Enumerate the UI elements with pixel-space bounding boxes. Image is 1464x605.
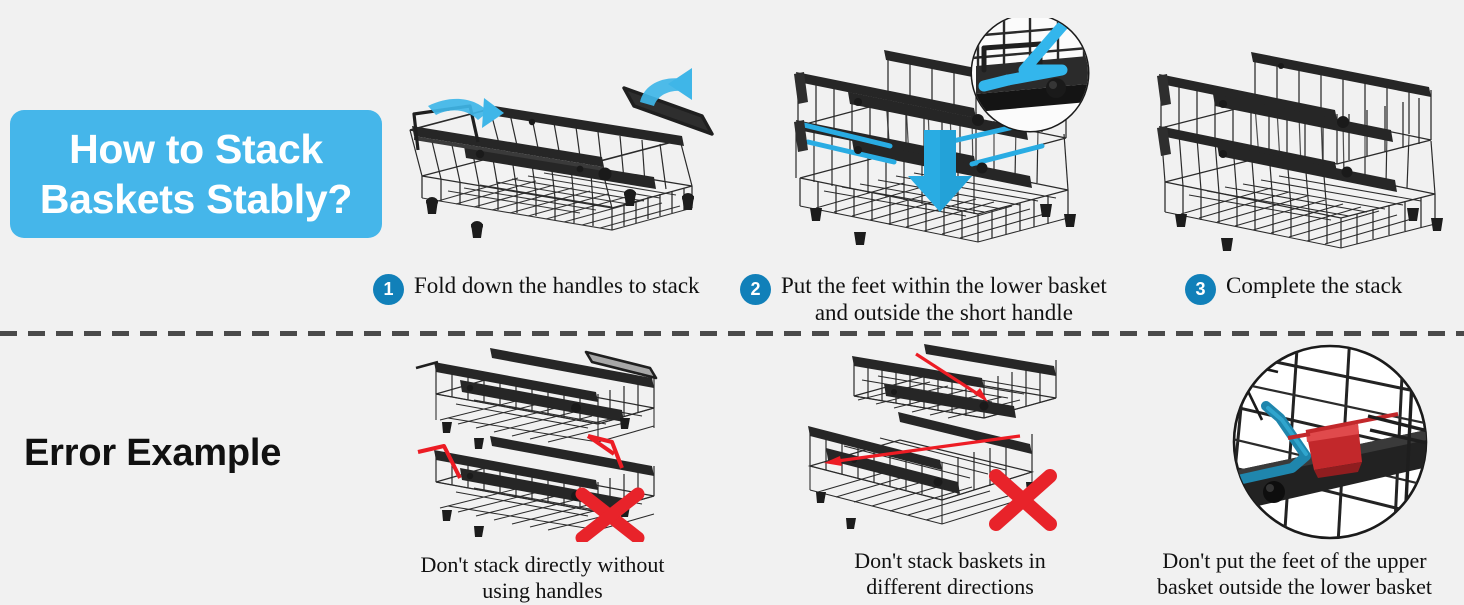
error-section-label: Error Example xyxy=(24,432,282,474)
error-3-illustration xyxy=(1218,344,1464,544)
title-line-1: How to Stack xyxy=(69,125,323,172)
step-3-caption: 3 Complete the stack xyxy=(1185,272,1402,305)
error-1-illustration xyxy=(398,342,688,542)
fold-arrow-right xyxy=(640,68,692,106)
magnifier-inset xyxy=(970,18,1090,133)
misplaced-foot-highlight xyxy=(1306,424,1362,478)
title-line-2: Baskets Stably? xyxy=(39,176,353,222)
fold-arrow-left xyxy=(428,98,504,128)
step-3-text: Complete the stack xyxy=(1226,273,1403,298)
step-1-illustration xyxy=(392,58,722,258)
direction-arrow-lower xyxy=(824,434,1021,466)
step-2-text: Put the feet within the lower basket and… xyxy=(781,273,1107,326)
step-1-caption: 1 Fold down the handles to stack xyxy=(373,272,700,305)
step-3-illustration xyxy=(1135,42,1464,262)
step-1-badge: 1 xyxy=(373,274,404,305)
insert-down-arrow xyxy=(908,130,972,212)
error-x-mark xyxy=(989,469,1057,531)
title-badge: How to Stack Baskets Stably? xyxy=(10,110,382,238)
error-3-caption: Don't put the feet of the upper basket o… xyxy=(1157,548,1432,600)
unfolded-handle-highlight xyxy=(417,434,624,479)
step-2-badge: 2 xyxy=(740,274,771,305)
step-3-badge: 3 xyxy=(1185,274,1216,305)
error-x-mark xyxy=(575,487,645,542)
error-2-caption: Don't stack baskets in different directi… xyxy=(854,548,1046,600)
direction-arrow-upper xyxy=(915,352,988,402)
step-2-caption: 2 Put the feet within the lower basket a… xyxy=(740,272,1107,326)
error-1-caption: Don't stack directly without using handl… xyxy=(420,552,665,604)
section-divider xyxy=(0,331,1464,336)
error-2-illustration xyxy=(788,340,1078,550)
step-2-illustration xyxy=(772,18,1102,258)
step-1-text: Fold down the handles to stack xyxy=(414,273,700,298)
